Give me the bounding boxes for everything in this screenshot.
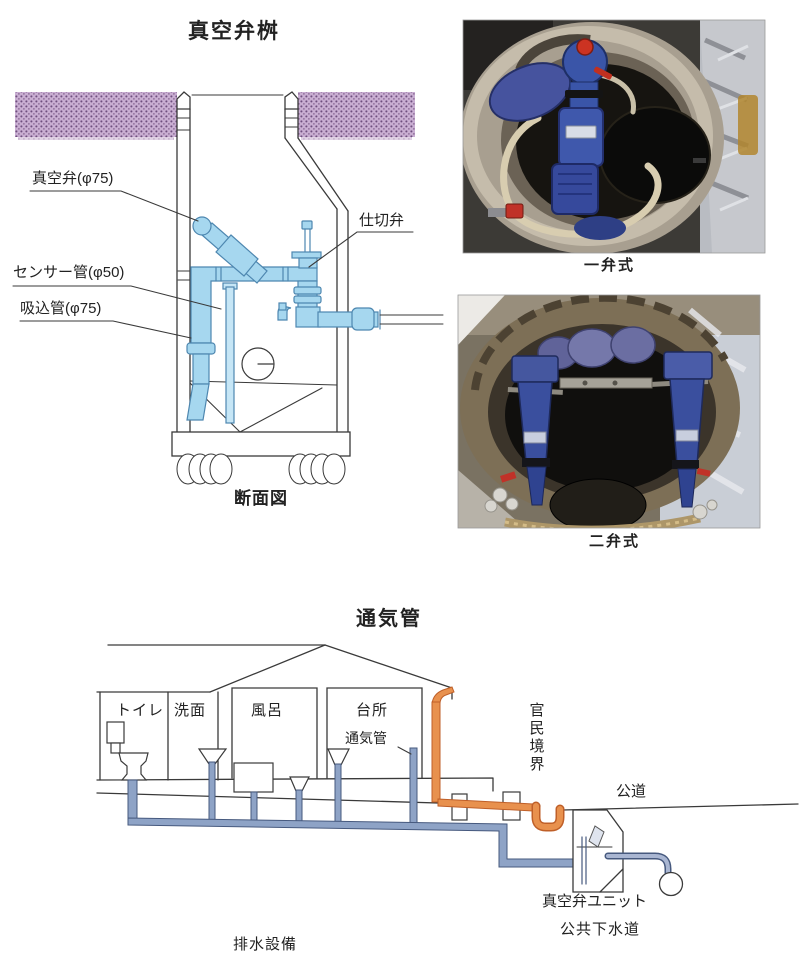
gate-valve bbox=[291, 220, 322, 269]
cross-section-diagram bbox=[12, 91, 444, 485]
bath-drain-funnel bbox=[289, 776, 310, 792]
kitchen-sink bbox=[327, 748, 350, 766]
section-title-vacuum-pit: 真空弁桝 bbox=[188, 20, 280, 43]
label-vent-pipe: 通気管 bbox=[345, 730, 387, 746]
room-label-washroom: 洗面 bbox=[174, 702, 207, 719]
vent-diagram bbox=[96, 644, 799, 897]
label-gate-valve: 仕切弁 bbox=[359, 212, 405, 229]
label-vacuum-unit: 真空弁ユニット bbox=[542, 893, 648, 910]
room-label-kitchen: 台所 bbox=[356, 702, 389, 719]
sensor-pipe bbox=[225, 286, 235, 424]
label-boundary: 官民境界 bbox=[527, 702, 545, 774]
bathtub bbox=[233, 762, 274, 793]
gravel-bedding bbox=[176, 453, 346, 485]
vacuum-valve-unit bbox=[572, 809, 624, 893]
toilet-bowl bbox=[118, 752, 149, 781]
caption-one-valve: 一弁式 bbox=[584, 257, 636, 274]
vacuum-valve-photo bbox=[488, 38, 626, 240]
leader-lines bbox=[12, 190, 414, 339]
toilet-tank bbox=[106, 721, 125, 744]
vacuum-pipework bbox=[177, 216, 444, 424]
caption-cross-section: 断面図 bbox=[234, 489, 288, 508]
vent-pipe-orange bbox=[431, 686, 565, 832]
fixtures bbox=[106, 721, 350, 793]
label-vacuum-valve: 真空弁(φ75) bbox=[32, 170, 114, 187]
vent-pipe-indoor bbox=[409, 747, 418, 825]
caption-drainage: 排水設備 bbox=[233, 936, 298, 953]
label-suction-pipe: 吸込管(φ75) bbox=[20, 300, 102, 317]
right-valve-photo bbox=[663, 351, 713, 508]
photo-two-border bbox=[457, 294, 761, 529]
drain-main bbox=[127, 817, 576, 868]
photo-one-valve bbox=[463, 20, 765, 253]
vent-label-leader bbox=[397, 746, 412, 755]
section-title-vent-pipe: 通気管 bbox=[356, 608, 422, 630]
caption-public-sewer: 公共下水道 bbox=[560, 921, 641, 938]
float-ball bbox=[241, 347, 275, 381]
manhole-chamber-walls bbox=[171, 91, 351, 457]
vacuum-main-symbol bbox=[658, 871, 684, 897]
left-valve-photo bbox=[500, 355, 559, 506]
ground-hatch-band bbox=[15, 92, 415, 140]
house-outline bbox=[96, 644, 799, 811]
room-label-bath: 風呂 bbox=[251, 702, 284, 719]
label-road: 公道 bbox=[616, 783, 647, 800]
caption-two-valve: 二弁式 bbox=[589, 533, 641, 550]
flexible-hose bbox=[500, 114, 662, 238]
vacuum-valve-top bbox=[192, 216, 212, 236]
photo-one-border bbox=[462, 19, 766, 254]
label-sensor-pipe: センサー管(φ50) bbox=[13, 264, 125, 281]
room-label-toilet: トイレ bbox=[116, 702, 165, 719]
photo-two-valve bbox=[458, 295, 760, 528]
